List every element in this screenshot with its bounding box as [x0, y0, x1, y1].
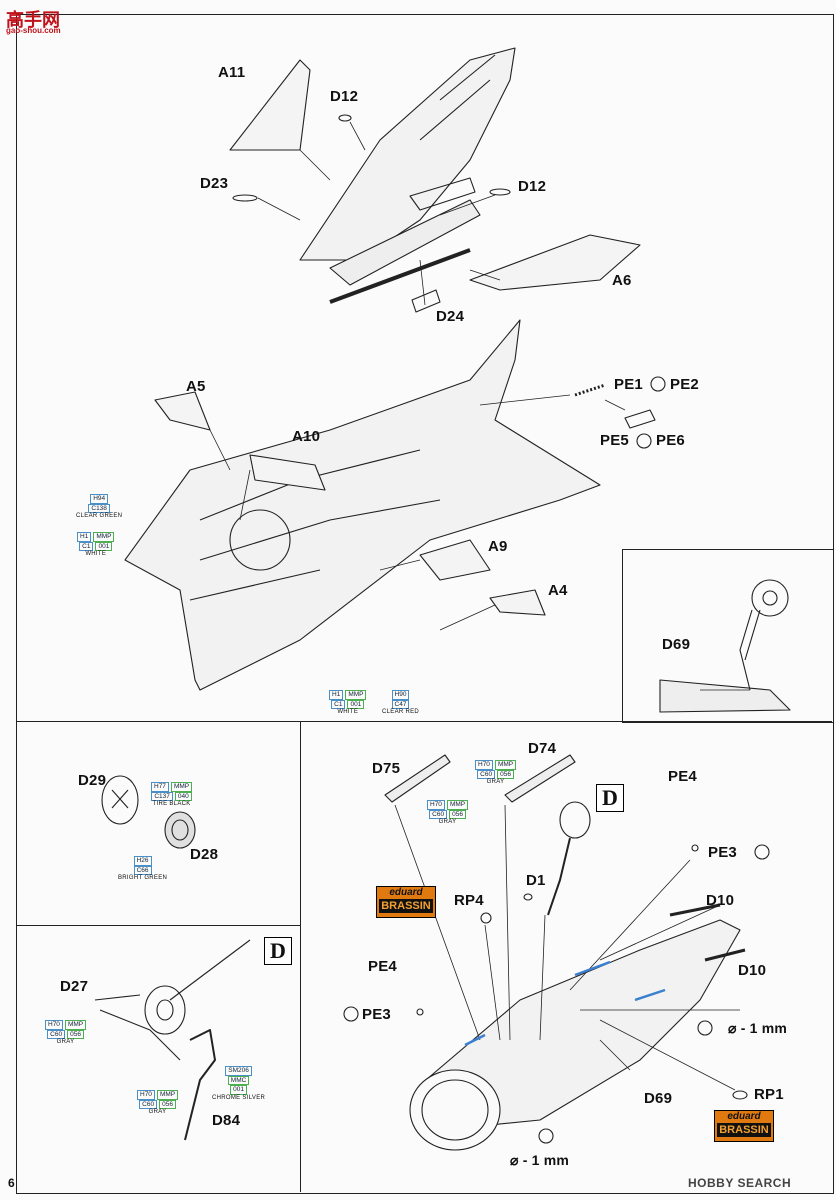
part-label-d27: D27 [60, 978, 89, 995]
part-label-pe6: PE6 [656, 432, 685, 449]
part-label-pe3-bottom: PE3 [362, 1006, 391, 1023]
part-label-d10-bottom: D10 [738, 962, 767, 979]
divider-horizontal [16, 721, 832, 722]
part-label-a6: A6 [612, 272, 632, 289]
divider-left-sub [16, 925, 300, 926]
part-label-pe1: PE1 [614, 376, 643, 393]
part-label-d12-top: D12 [330, 88, 359, 105]
section-marker-d-left: D [264, 937, 292, 965]
part-label-d74: D74 [528, 740, 557, 757]
part-label-pe4-top: PE4 [668, 768, 697, 785]
watermark-url-top: gao-shou.com [6, 26, 61, 35]
part-label-d10-top: D10 [706, 892, 735, 909]
paint-callout-clear-green: H94 C138 CLEAR GREEN [76, 494, 123, 519]
part-label-d28: D28 [190, 846, 219, 863]
part-label-a9: A9 [488, 538, 508, 555]
part-label-d29: D29 [78, 772, 107, 789]
watermark-logo-top: 高手网 [6, 10, 60, 30]
watermark-hobby-search: HOBBY SEARCH [688, 1176, 792, 1190]
part-label-d69-inset: D69 [662, 636, 691, 653]
part-label-d12-right: D12 [518, 178, 547, 195]
part-label-pe3-top: PE3 [708, 844, 737, 861]
part-label-d1: D1 [526, 872, 546, 889]
part-label-rp1: RP1 [754, 1086, 784, 1103]
part-label-pe5: PE5 [600, 432, 629, 449]
part-label-d69: D69 [644, 1090, 673, 1107]
part-label-a10: A10 [292, 428, 321, 445]
part-label-d24: D24 [436, 308, 465, 325]
paint-callout-bright-green: H26 C66 BRIGHT GREEN [118, 856, 168, 881]
part-label-rp4: RP4 [454, 892, 484, 909]
paint-callout-clear-red: H90 C47 CLEAR RED [382, 690, 420, 715]
part-label-d23: D23 [200, 175, 229, 192]
part-label-pe2: PE2 [670, 376, 699, 393]
section-marker-d-right: D [596, 784, 624, 812]
page-number: 6 [8, 1176, 15, 1190]
part-label-d75: D75 [372, 760, 401, 777]
part-label-a4: A4 [548, 582, 568, 599]
divider-vertical [300, 721, 301, 1192]
part-label-d84: D84 [212, 1112, 241, 1129]
part-label-pe4-bottom: PE4 [368, 958, 397, 975]
part-label-a11: A11 [218, 64, 246, 81]
paint-callout-chrome-silver: SM206 MMC 001 CHROME SILVER [212, 1066, 266, 1101]
drill-label-bottom: ⌀ - 1 mm [510, 1152, 570, 1168]
inset-box [622, 549, 834, 723]
drill-label-right: ⌀ - 1 mm [728, 1020, 788, 1036]
part-label-a5: A5 [186, 378, 206, 395]
